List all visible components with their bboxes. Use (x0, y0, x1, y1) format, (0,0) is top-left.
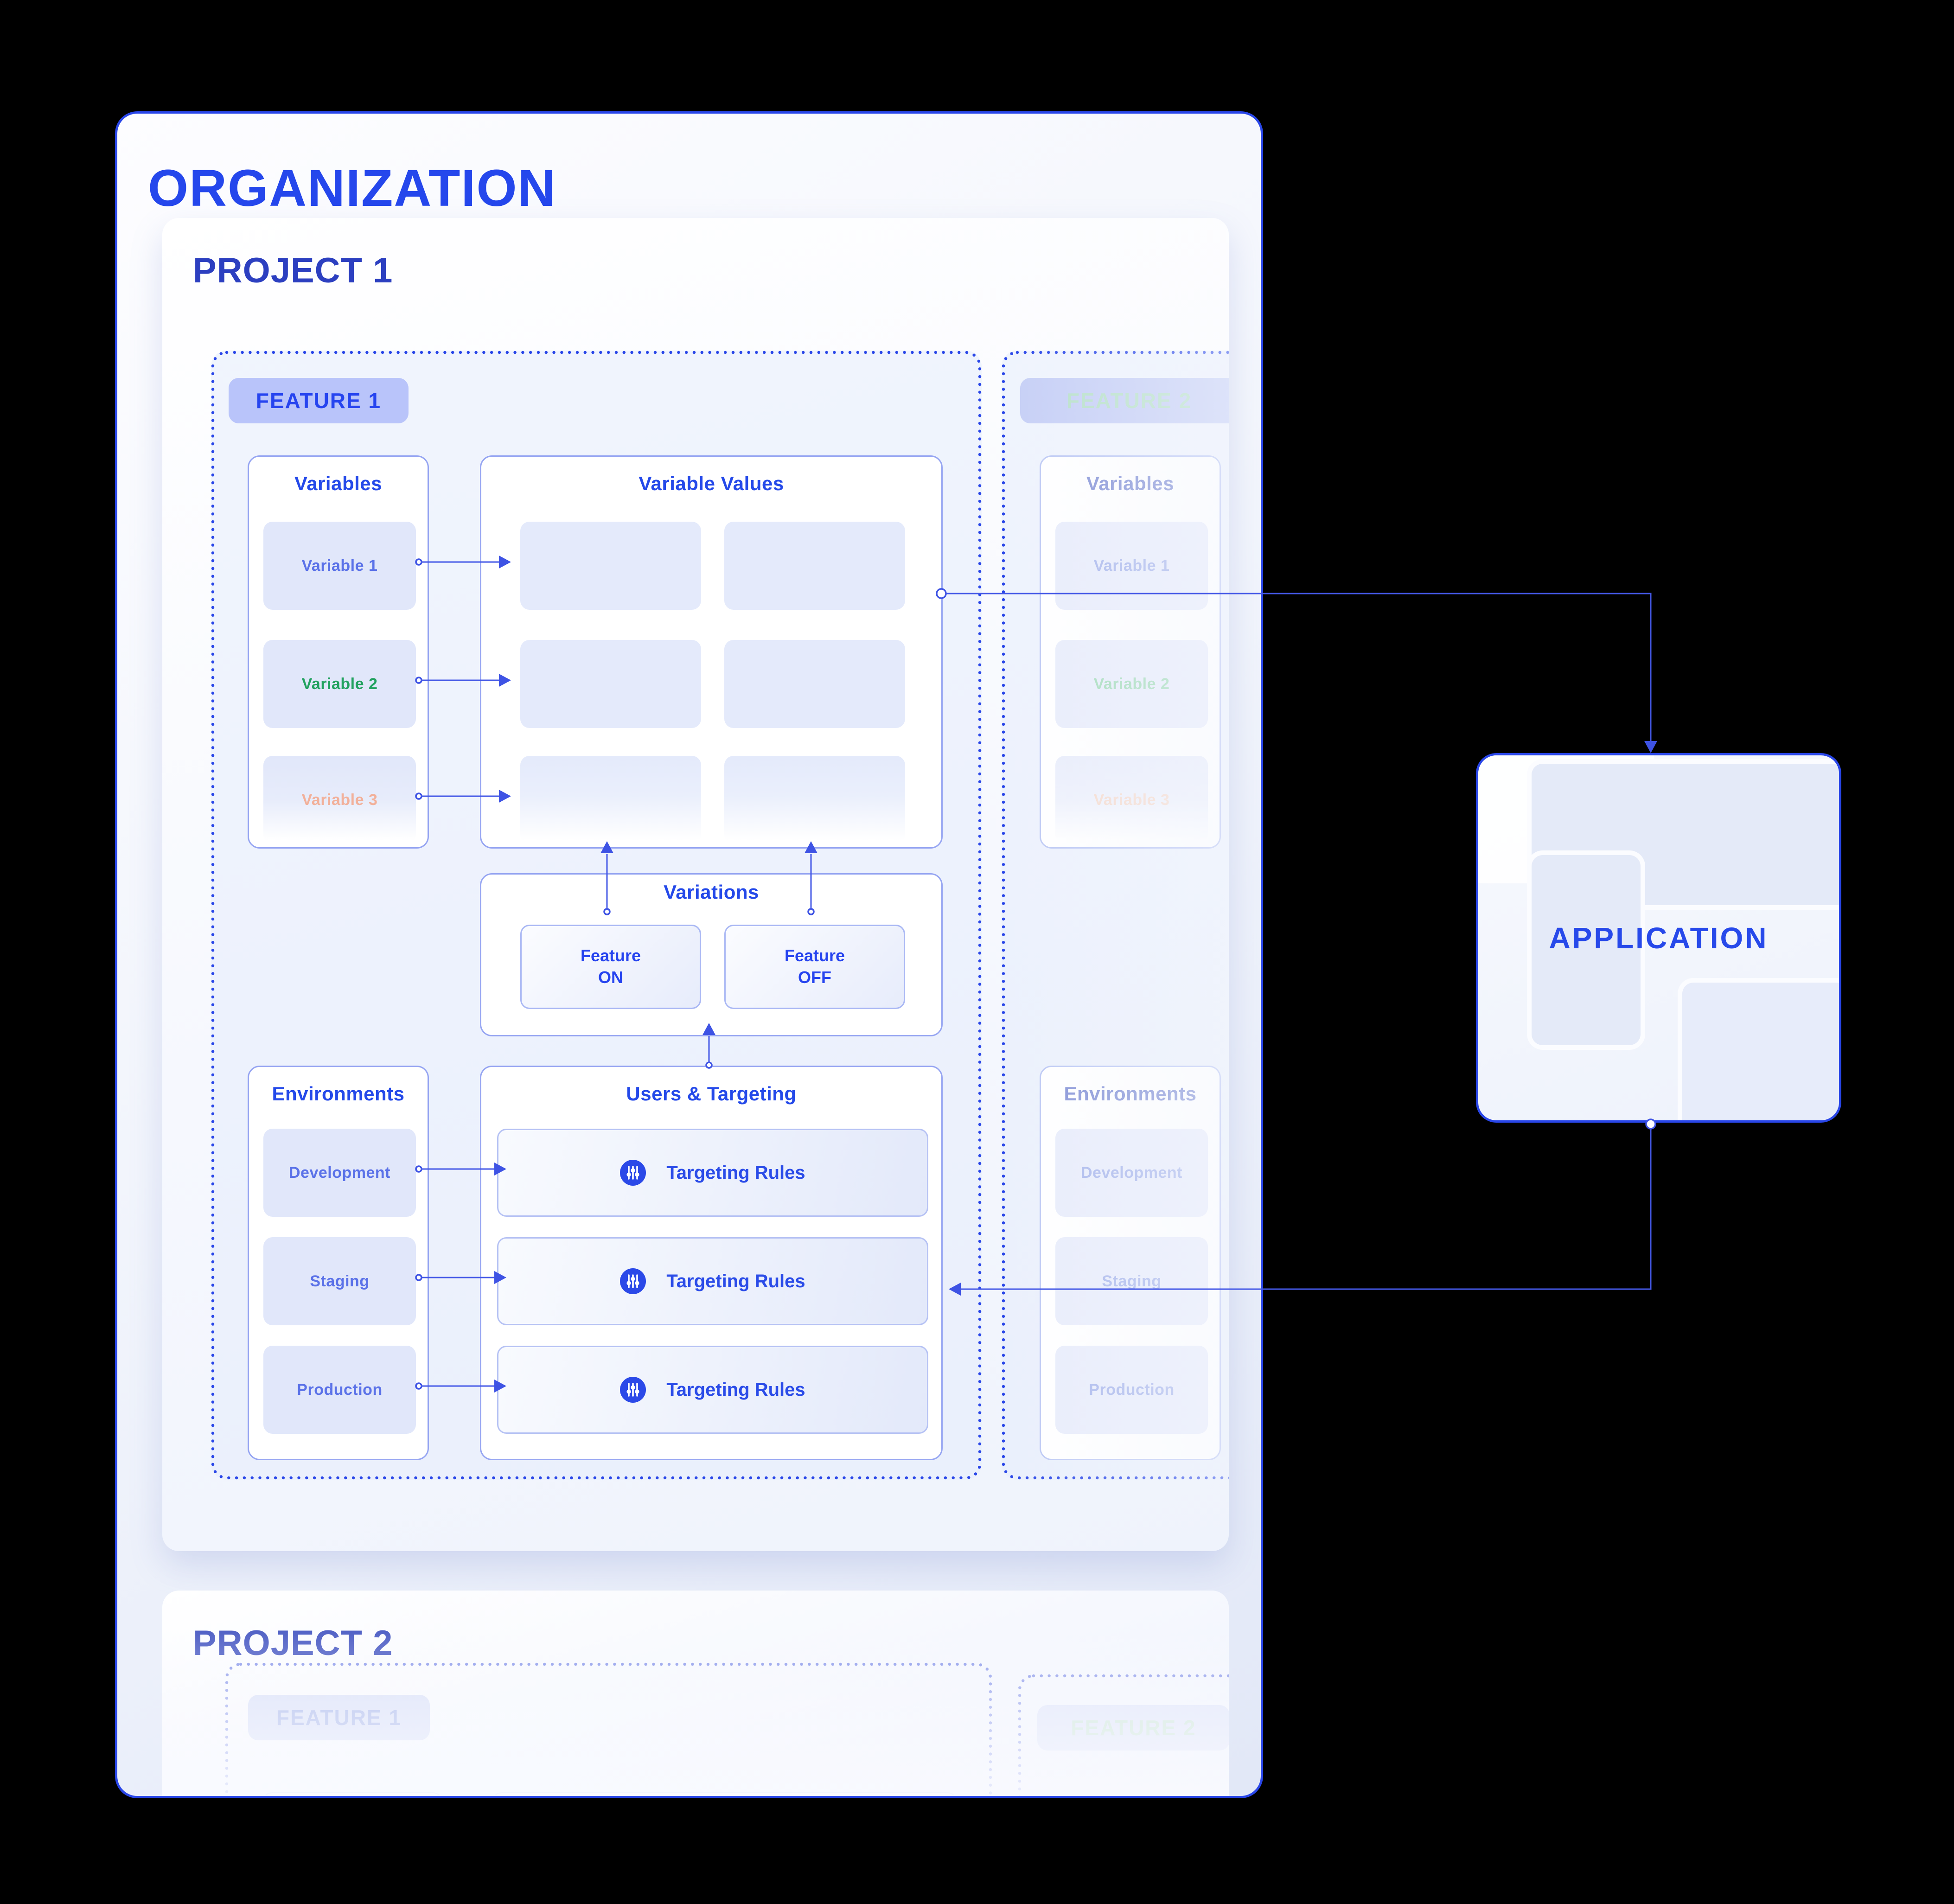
environment-development-pill: Development (263, 1129, 416, 1217)
value-cell (520, 756, 701, 844)
targeting-rules-label: Targeting Rules (666, 1379, 805, 1400)
value-cell (724, 522, 905, 610)
variable-2-pill: Variable 2 (263, 640, 416, 728)
variable-3-pill: Variable 3 (263, 756, 416, 844)
variable-1-pill: Variable 1 (263, 522, 416, 610)
value-cell (724, 640, 905, 728)
feature-on-line2: ON (598, 968, 623, 987)
application-decoration (1678, 978, 1839, 1120)
feature-off-line1: Feature (784, 946, 845, 965)
feature-on-option: Feature ON (520, 925, 701, 1009)
feature-1-badge: FEATURE 1 (229, 378, 409, 423)
variable-values-title: Variable Values (639, 473, 784, 494)
value-cell (520, 640, 701, 728)
targeting-rules-label: Targeting Rules (666, 1162, 805, 1183)
variations-box: Variations Feature ON Feature OFF (480, 873, 943, 1036)
organization-container: ORGANIZATION PROJECT 1 FEATURE 1 Variabl… (115, 111, 1263, 1798)
environment-staging-pill: Staging (263, 1237, 416, 1325)
targeting-rules-row: Targeting Rules (497, 1346, 928, 1434)
application-box: APPLICATION (1476, 753, 1841, 1123)
variable-values-box: Variable Values (480, 455, 943, 849)
application-title: APPLICATION (1549, 921, 1769, 955)
project-1-title: PROJECT 1 (193, 251, 393, 290)
feature-2-container: FEATURE 2 Variables Variable 1 Variable … (1002, 351, 1229, 1480)
feature-on-line1: Feature (580, 946, 641, 965)
variations-title: Variations (664, 881, 759, 903)
environments-box: Environments Development Staging Product… (248, 1066, 429, 1460)
feature-2-fade-overlay (1002, 351, 1229, 1480)
project-2-card: PROJECT 2 FEATURE 1 FEATURE 2 (162, 1591, 1229, 1796)
value-cell (520, 522, 701, 610)
sliders-icon (620, 1268, 646, 1294)
environments-title: Environments (272, 1083, 405, 1105)
sliders-icon (620, 1160, 646, 1186)
targeting-rules-row: Targeting Rules (497, 1129, 928, 1217)
application-decoration (1527, 850, 1645, 1050)
sliders-icon (620, 1377, 646, 1403)
feature-off-option: Feature OFF (724, 925, 905, 1009)
variables-title: Variables (294, 473, 382, 494)
feature-off-line2: OFF (798, 968, 831, 987)
feature-1-container: FEATURE 1 Variables Variable 1 Variable … (211, 351, 982, 1480)
users-targeting-title: Users & Targeting (626, 1083, 797, 1105)
variables-box: Variables Variable 1 Variable 2 Variable… (248, 455, 429, 849)
environment-production-pill: Production (263, 1346, 416, 1434)
value-cell (724, 756, 905, 844)
organization-title: ORGANIZATION (148, 159, 556, 217)
users-targeting-box: Users & Targeting Targeting Rules Target… (480, 1066, 943, 1460)
project-1-card: PROJECT 1 FEATURE 1 Variables Variable 1… (162, 218, 1229, 1551)
project-2-fade-overlay (162, 1591, 1229, 1796)
targeting-rules-row: Targeting Rules (497, 1237, 928, 1325)
targeting-rules-label: Targeting Rules (666, 1271, 805, 1291)
